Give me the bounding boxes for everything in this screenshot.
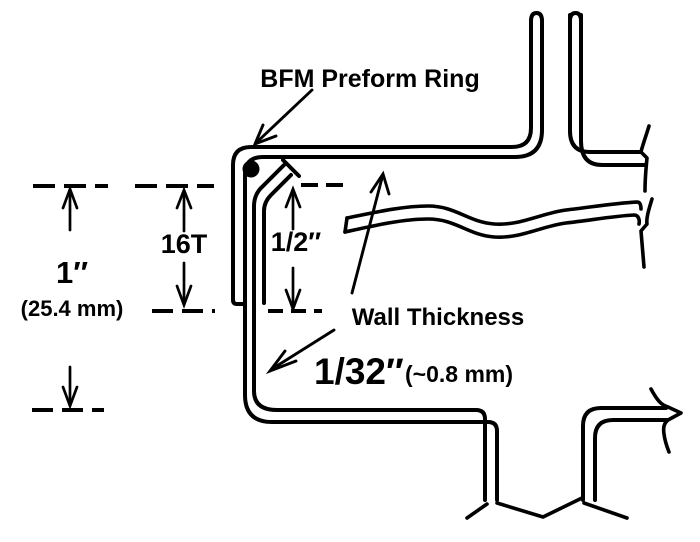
preform-ring-leader-shaft <box>255 88 314 144</box>
outlet-pipe-outer-line <box>581 406 668 502</box>
spigot-outline <box>231 11 669 502</box>
preform-ring-label: BFM Preform Ring <box>260 65 479 93</box>
dimension-tail: 16T <box>135 184 215 313</box>
branch-right-cap <box>568 11 583 23</box>
dim-half-label: 1/2″ <box>271 227 322 257</box>
dim-tail-bottom-arrowhead <box>175 284 193 309</box>
branch-right-outer-line <box>568 13 643 154</box>
liner-tube-inner-line <box>262 173 293 305</box>
dim-overall-metric-label: (25.4 mm) <box>21 296 124 321</box>
wall-thickness-up-arrowhead <box>369 170 391 196</box>
wall-thickness-down-arrowhead <box>265 349 298 375</box>
break-mid-right <box>639 197 654 269</box>
break-bottom-arrow <box>649 387 683 454</box>
preform-ring-callout: BFM Preform Ring <box>252 65 480 147</box>
flare-end-cap <box>281 158 301 178</box>
dim-tail-label: 16T <box>161 229 208 259</box>
preform-ring-dot <box>242 160 260 178</box>
break-bottom-zigzag <box>495 496 584 519</box>
liner-tube-outer-line <box>252 163 487 502</box>
break-top-right <box>639 124 651 193</box>
break-bottom-tick-right <box>582 501 629 520</box>
dim-overall-top-arrowhead <box>61 185 79 210</box>
wavy-tube <box>343 200 643 239</box>
wall-thickness-metric: (~0.8 mm) <box>405 361 513 387</box>
branch-left-cap <box>529 11 544 23</box>
dimension-half: 1/2″ <box>268 183 346 313</box>
wavy-tube-end-cap <box>343 216 349 234</box>
branch-right-inner-line <box>579 13 647 167</box>
dim-tail-top-arrowhead <box>175 186 193 210</box>
wall-thickness-value: 1/32″ <box>314 351 404 392</box>
outer-wall-inner-line <box>243 18 544 502</box>
dimension-overall: 1″ (25.4 mm) <box>21 184 124 412</box>
wavy-tube-top-line <box>345 200 643 226</box>
dim-overall-label: 1″ <box>56 255 88 290</box>
break-bottom-tick-left <box>465 502 489 520</box>
dim-half-top-arrowhead <box>284 185 302 209</box>
outer-wall-outer-line <box>231 18 533 306</box>
wall-thickness-callout: Wall Thickness 1/32″ (~0.8 mm) <box>265 170 525 392</box>
preform-ring-leader-arrowhead <box>252 123 278 147</box>
wall-thickness-label: Wall Thickness <box>352 304 525 331</box>
wavy-tube-bottom-line <box>343 213 642 239</box>
wall-thickness-down-leader-shaft <box>270 328 336 371</box>
wall-thickness-up-leader-shaft <box>350 176 384 295</box>
dim-overall-bottom-arrowhead <box>61 385 79 410</box>
outlet-pipe-inner-line <box>593 418 669 502</box>
pipe-breaks <box>465 124 683 520</box>
